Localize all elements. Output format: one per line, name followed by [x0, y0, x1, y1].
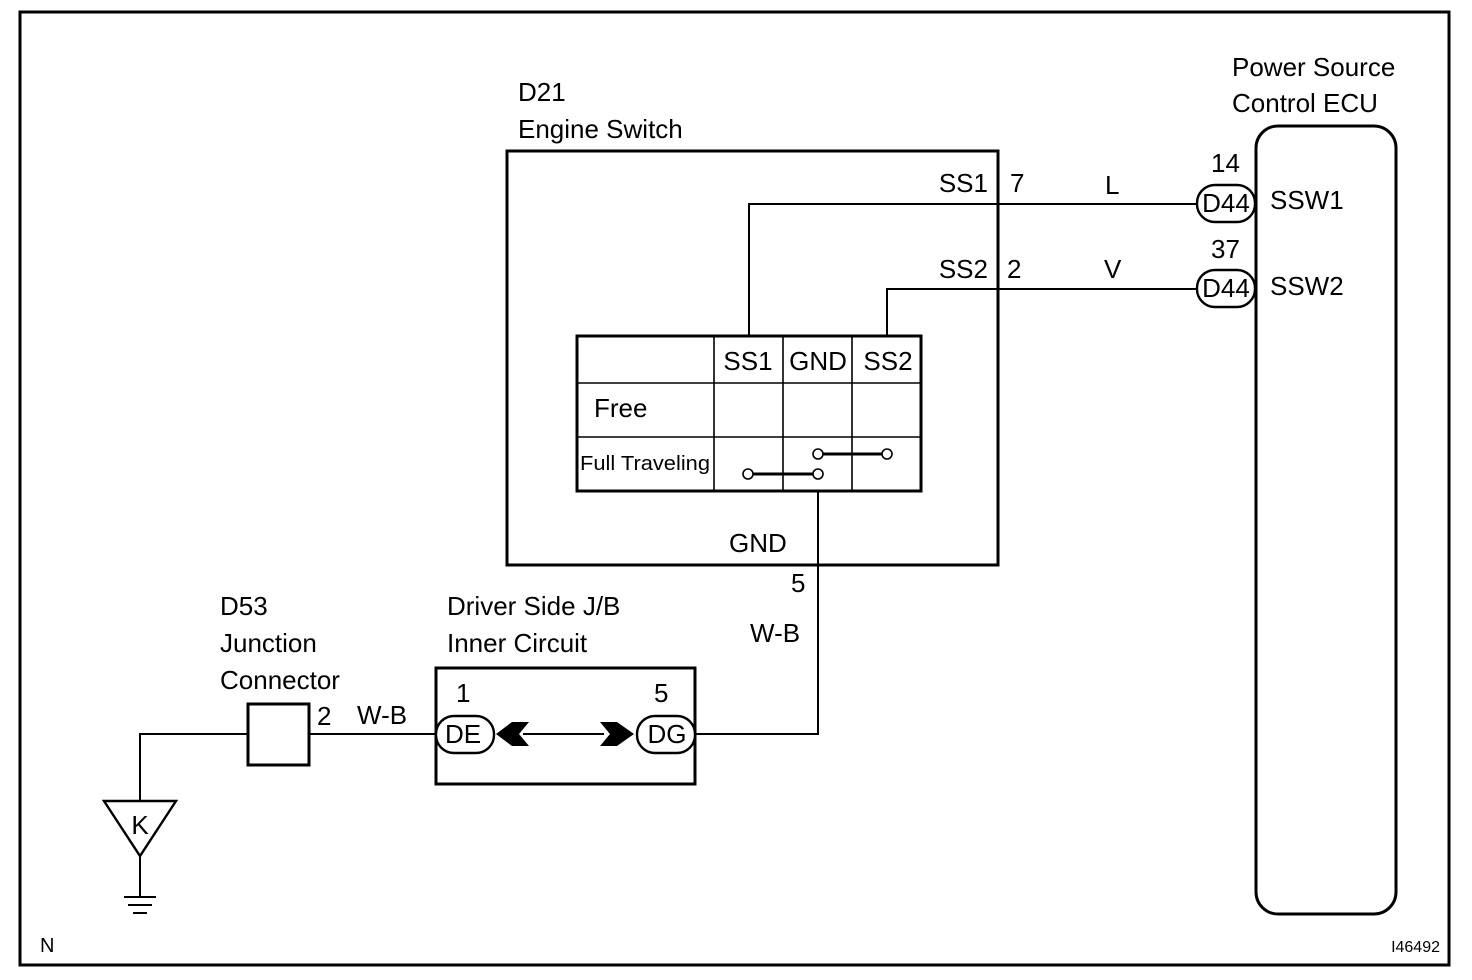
ecu-ssw2-connector	[1195, 268, 1257, 309]
ecu-title-line2: Control ECU	[1232, 88, 1378, 118]
ecu-ssw2-label: SSW2	[1270, 271, 1344, 301]
engine-switch-name: Engine Switch	[518, 114, 683, 144]
ground-point-label: K	[131, 810, 149, 840]
table-header-ss2: SS2	[863, 346, 912, 376]
ecu-title-line1: Power Source	[1232, 52, 1395, 82]
switch-contact-gnd-ss2	[812, 448, 893, 460]
wire-gnd	[695, 491, 819, 735]
ecu-box	[1254, 124, 1398, 916]
footer-figure-id: I46492	[1391, 939, 1440, 956]
junction-wire-color: W-B	[357, 700, 407, 730]
gnd-pin-number: 5	[791, 568, 805, 598]
wire-junction-to-ground	[139, 733, 248, 801]
table-header-gnd: GND	[789, 346, 847, 376]
jb-right-pin: 5	[654, 678, 668, 708]
ss2-pin-label: SS2	[939, 254, 988, 284]
diagram-frame	[18, 10, 1451, 967]
ss2-pin-number: 2	[1007, 254, 1021, 284]
switch-state-table: SS1 GND SS2 Free Full Traveling	[575, 334, 923, 493]
junction-connector-line1: Junction	[220, 628, 317, 658]
ecu-ssw1-conn-label: D44	[1202, 188, 1250, 218]
jb-de-label: DE	[445, 719, 481, 749]
engine-switch-ref: D21	[518, 77, 566, 107]
jb-de-arrow-icon	[496, 722, 529, 746]
ss1-pin-label: SS1	[939, 168, 988, 198]
jb-box	[434, 666, 697, 786]
ecu-ssw2-conn-label: D44	[1202, 273, 1250, 303]
junction-connector-line2: Connector	[220, 665, 340, 695]
junction-connector-ref: D53	[220, 591, 268, 621]
table-row-full-traveling: Full Traveling	[580, 453, 710, 475]
gnd-label: GND	[729, 528, 787, 558]
jb-dg-label: DG	[648, 719, 687, 749]
ground-icon	[124, 896, 156, 914]
ecu-ssw1-connector	[1195, 183, 1257, 224]
switch-contact-ss1-gnd	[742, 468, 824, 480]
jb-left-pin: 1	[456, 678, 470, 708]
ecu-ssw2-pin: 37	[1211, 234, 1240, 264]
ecu-ssw1-pin: 14	[1211, 148, 1240, 178]
jb-dg-arrow-icon	[600, 722, 634, 746]
gnd-wire-color: W-B	[750, 618, 800, 648]
footer-left-code: N	[40, 935, 54, 957]
wire-ss1	[748, 203, 1197, 336]
engine-switch-box	[505, 149, 1000, 567]
ss1-pin-number: 7	[1010, 168, 1024, 198]
ground-point-k: K	[101, 799, 179, 896]
table-header-ss1: SS1	[723, 346, 772, 376]
wire-ss2	[886, 288, 1197, 336]
wire-ss2-color: V	[1104, 254, 1122, 284]
jb-dg-connector	[635, 714, 697, 755]
jb-title-line2: Inner Circuit	[447, 628, 588, 658]
junction-connector-pin: 2	[317, 701, 331, 731]
ecu-ssw1-label: SSW1	[1270, 185, 1344, 215]
table-row-free: Free	[594, 393, 647, 423]
jb-title-line1: Driver Side J/B	[447, 591, 620, 621]
wire-ss1-color: L	[1105, 170, 1119, 200]
junction-connector-box	[246, 702, 311, 767]
